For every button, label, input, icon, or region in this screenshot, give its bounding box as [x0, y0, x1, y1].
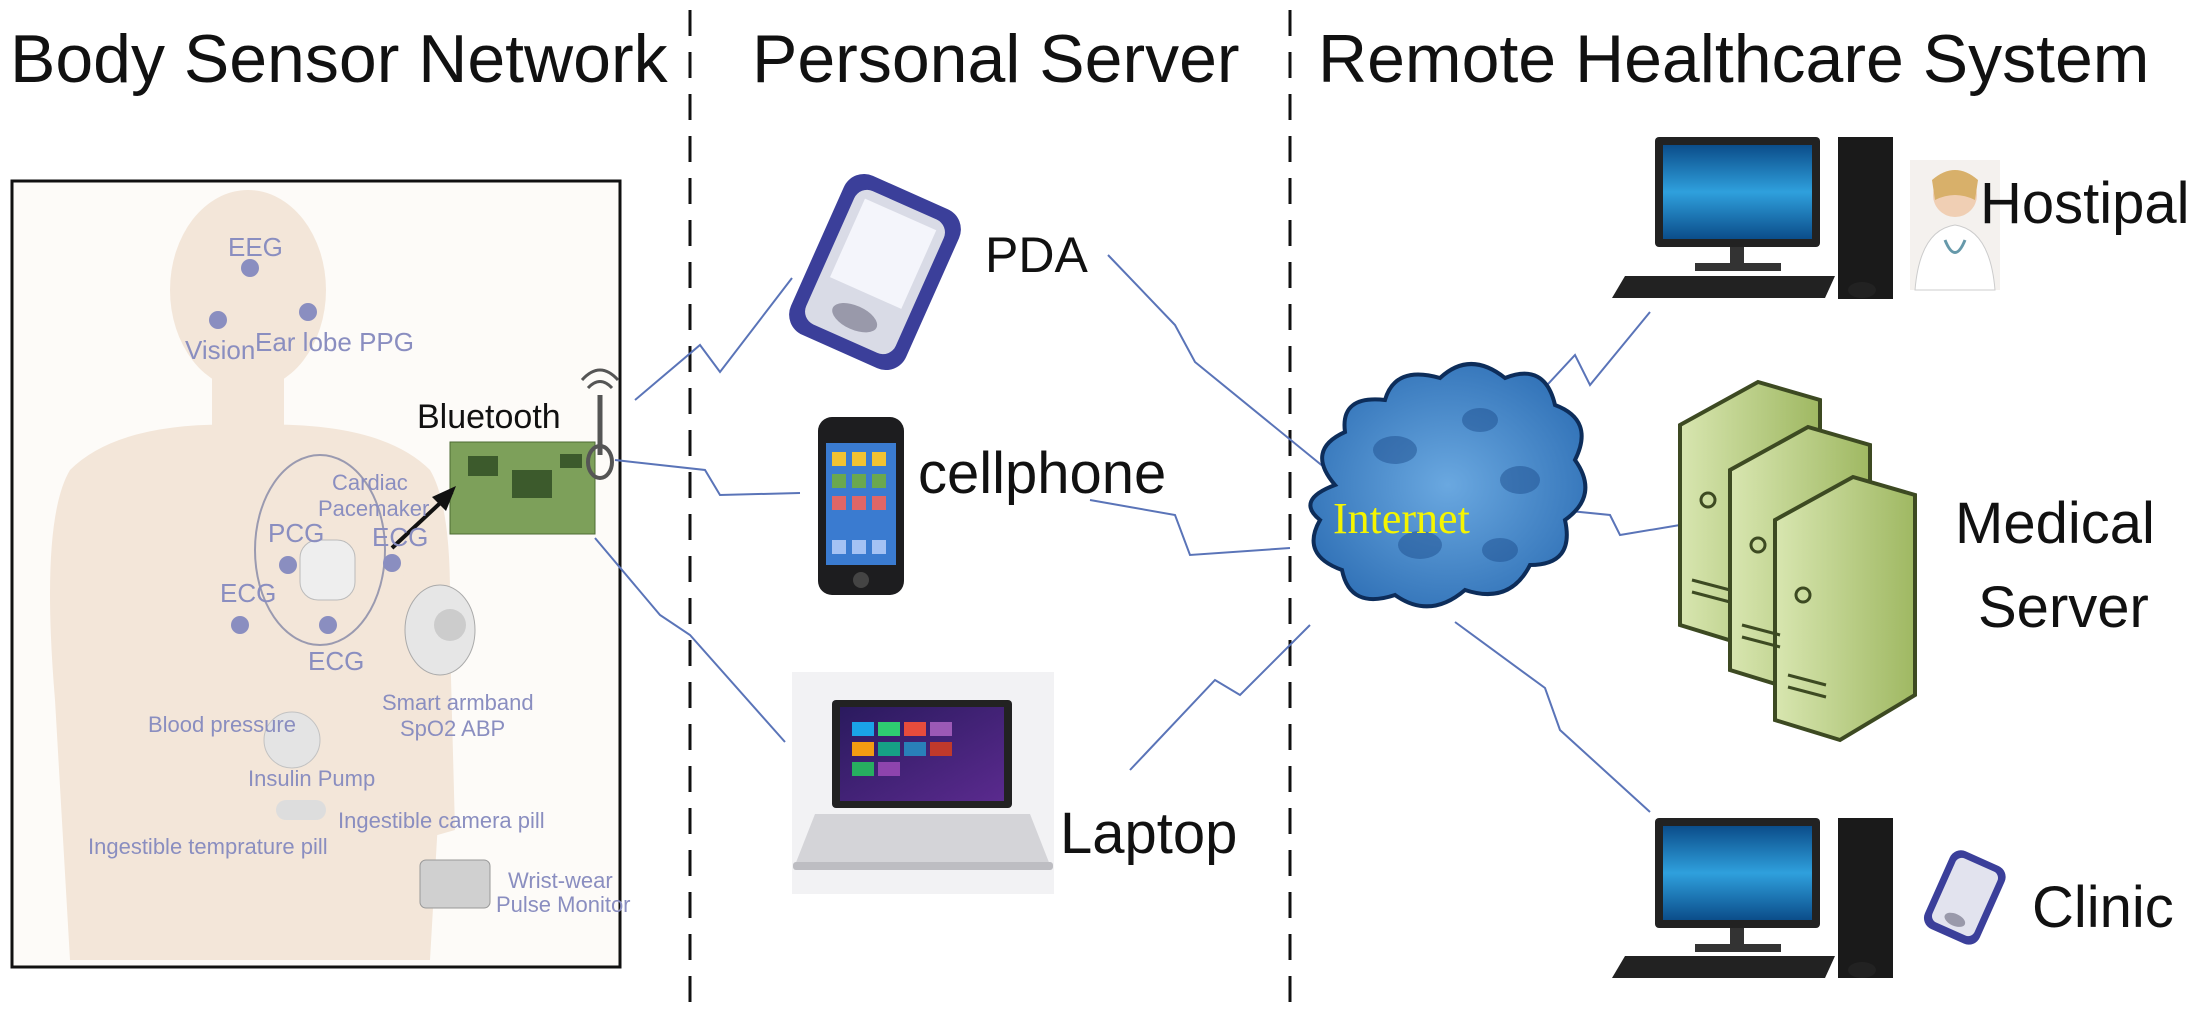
internet-cloud	[1308, 362, 1588, 609]
clinic-pda-icon	[1923, 850, 2006, 945]
pda-device	[789, 173, 961, 371]
label-smart-armband: Smart armband	[382, 690, 534, 715]
label-laptop: Laptop	[1060, 801, 1238, 866]
cloud-texture	[1373, 408, 1540, 562]
label-pcg: PCG	[268, 518, 325, 548]
label-wrist-wear: Wrist-wear	[508, 868, 613, 893]
armband-device	[404, 584, 476, 676]
label-cellphone: cellphone	[918, 441, 1167, 506]
camera-pill-device	[276, 800, 326, 820]
heading-remote-healthcare: Remote Healthcare System	[1318, 21, 2150, 97]
label-ecg-left: ECG	[220, 578, 277, 608]
heading-body-sensor-network: Body Sensor Network	[10, 21, 668, 97]
label-ecg-bottom: ECG	[308, 646, 365, 676]
hospital-computer	[1612, 137, 1893, 299]
label-bluetooth: Bluetooth	[417, 398, 561, 436]
label-clinic: Clinic	[2032, 875, 2174, 940]
label-internet: Internet	[1333, 494, 1470, 543]
insulin-pump-device	[263, 711, 321, 769]
label-pacemaker: Pacemaker	[318, 496, 430, 521]
label-pulse-monitor: Pulse Monitor	[496, 892, 631, 917]
cellphone-device	[818, 417, 904, 595]
label-spo2: SpO2 ABP	[400, 716, 506, 741]
label-pda: PDA	[985, 227, 1088, 283]
heading-personal-server: Personal Server	[752, 21, 1240, 97]
doctor-icon	[1910, 160, 2000, 291]
bluetooth-antenna-icon	[580, 368, 620, 480]
label-vision: Vision	[185, 335, 256, 365]
heart-region-outline	[254, 454, 386, 646]
label-ecg-right: ECG	[372, 522, 429, 552]
label-hospital: Hostipal	[1980, 171, 2190, 236]
label-camera-pill: Ingestible camera pill	[338, 808, 545, 833]
label-server: Server	[1978, 575, 2149, 640]
sensor-dots	[209, 259, 401, 634]
pacemaker-device	[299, 539, 356, 601]
clinic-computer	[1612, 818, 1893, 978]
label-medical: Medical	[1955, 491, 2155, 556]
wrist-monitor-device	[419, 859, 491, 909]
label-insulin-pump: Insulin Pump	[248, 766, 376, 791]
label-ear-lobe: Ear lobe PPG	[255, 327, 414, 357]
medical-servers	[1678, 379, 1917, 743]
label-blood-pressure: Blood pressure	[148, 712, 296, 737]
label-temperature-pill: Ingestible temprature pill	[88, 834, 328, 859]
label-cardiac: Cardiac	[332, 470, 408, 495]
label-eeg: EEG	[228, 232, 283, 262]
server-drive-marks	[1691, 491, 1827, 699]
laptop-device	[792, 672, 1054, 894]
